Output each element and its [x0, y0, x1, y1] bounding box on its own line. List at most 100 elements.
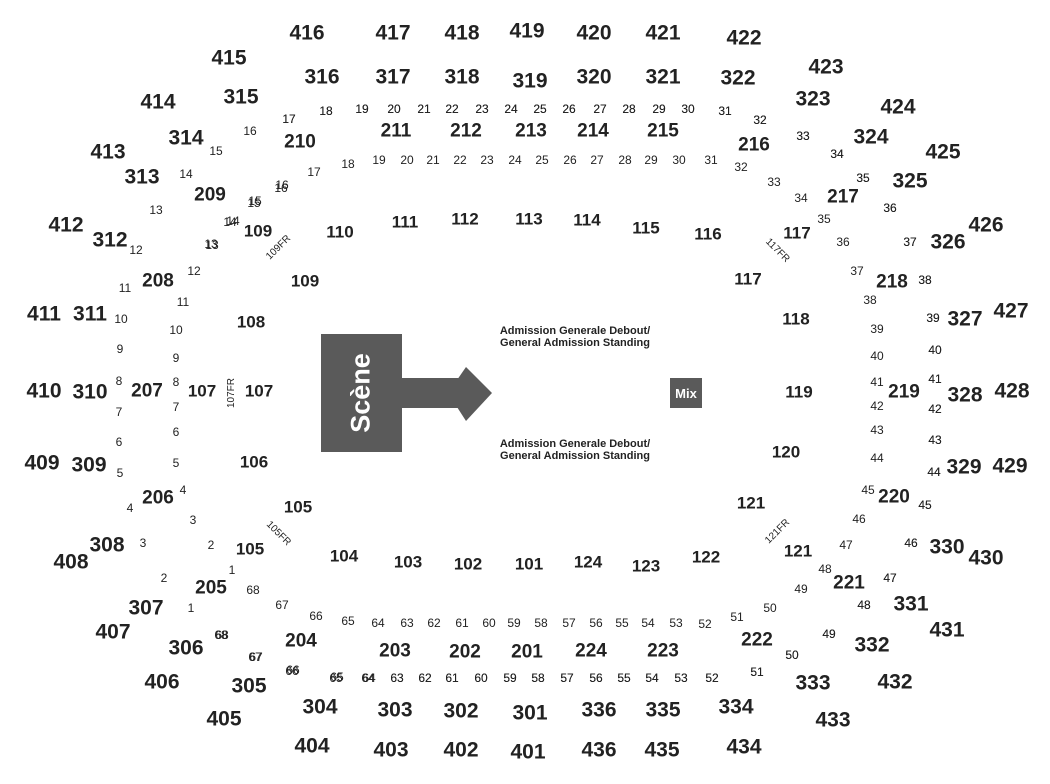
- ga-label-top[interactable]: Admission Generale Debout/ General Admis…: [500, 325, 650, 349]
- section-115[interactable]: 115: [632, 218, 660, 238]
- section-117[interactable]: 117: [734, 269, 762, 289]
- section-109[interactable]: 109: [243, 221, 273, 241]
- section-213[interactable]: 213: [515, 120, 547, 142]
- section-205[interactable]: 205: [195, 577, 227, 599]
- section-107[interactable]: 107: [187, 381, 217, 401]
- section-418[interactable]: 418: [444, 21, 480, 45]
- section-406[interactable]: 406: [144, 670, 180, 694]
- section-426[interactable]: 426: [968, 213, 1004, 237]
- section-402[interactable]: 402: [443, 738, 479, 762]
- section-330[interactable]: 330: [929, 535, 965, 559]
- section-220[interactable]: 220: [878, 486, 910, 508]
- section-309[interactable]: 309: [71, 453, 107, 477]
- section-331[interactable]: 331: [893, 592, 929, 616]
- section-fr-label[interactable]: 107FR: [226, 377, 237, 409]
- section-412[interactable]: 412: [48, 213, 84, 237]
- section-326[interactable]: 326: [930, 230, 966, 254]
- section-219[interactable]: 219: [888, 381, 920, 403]
- section-108[interactable]: 108: [236, 312, 266, 332]
- section-322[interactable]: 322: [720, 66, 756, 90]
- section-415[interactable]: 415: [211, 46, 247, 70]
- section-323[interactable]: 323: [795, 87, 831, 111]
- section-116[interactable]: 116: [694, 224, 722, 244]
- section-409[interactable]: 409: [24, 451, 60, 475]
- ga-label-bottom[interactable]: Admission Generale Debout/ General Admis…: [500, 438, 650, 462]
- section-416[interactable]: 416: [289, 21, 325, 45]
- section-436[interactable]: 436: [581, 738, 617, 762]
- section-312[interactable]: 312: [92, 228, 128, 252]
- section-106[interactable]: 106: [239, 452, 269, 472]
- section-405[interactable]: 405: [206, 707, 242, 731]
- section-313[interactable]: 313: [124, 165, 160, 189]
- section-222[interactable]: 222: [741, 629, 773, 651]
- section-208[interactable]: 208: [142, 270, 174, 292]
- section-421[interactable]: 421: [645, 21, 681, 45]
- section-334[interactable]: 334: [718, 695, 754, 719]
- stage-block[interactable]: [321, 334, 402, 452]
- stage-thrust[interactable]: [448, 367, 492, 421]
- section-325[interactable]: 325: [892, 169, 928, 193]
- section-410[interactable]: 410: [26, 379, 62, 403]
- section-417[interactable]: 417: [375, 21, 411, 45]
- section-419[interactable]: 419: [509, 19, 545, 43]
- section-210[interactable]: 210: [284, 131, 316, 153]
- section-122[interactable]: 122: [691, 547, 721, 567]
- section-105[interactable]: 105: [283, 497, 313, 517]
- section-308[interactable]: 308: [89, 533, 125, 557]
- section-407[interactable]: 407: [95, 620, 131, 644]
- section-329[interactable]: 329: [946, 455, 982, 479]
- section-324[interactable]: 324: [853, 125, 889, 149]
- section-124[interactable]: 124: [573, 552, 603, 572]
- section-319[interactable]: 319: [512, 69, 548, 93]
- section-423[interactable]: 423: [808, 55, 844, 79]
- section-204[interactable]: 204: [285, 630, 317, 652]
- section-431[interactable]: 431: [929, 618, 965, 642]
- section-214[interactable]: 214: [577, 120, 609, 142]
- section-424[interactable]: 424: [880, 95, 916, 119]
- section-413[interactable]: 413: [90, 140, 126, 164]
- section-303[interactable]: 303: [377, 698, 413, 722]
- section-301[interactable]: 301: [512, 701, 548, 725]
- section-333[interactable]: 333: [795, 671, 831, 695]
- section-432[interactable]: 432: [877, 670, 913, 694]
- section-212[interactable]: 212: [450, 120, 482, 142]
- section-311[interactable]: 311: [73, 302, 107, 326]
- section-102[interactable]: 102: [453, 554, 483, 574]
- section-316[interactable]: 316: [304, 65, 340, 89]
- section-121[interactable]: 121: [783, 541, 813, 561]
- section-120[interactable]: 120: [771, 442, 801, 462]
- section-414[interactable]: 414: [140, 90, 176, 114]
- section-401[interactable]: 401: [510, 740, 546, 764]
- section-221[interactable]: 221: [833, 572, 865, 594]
- section-433[interactable]: 433: [815, 708, 851, 732]
- section-321[interactable]: 321: [645, 65, 681, 89]
- section-203[interactable]: 203: [379, 640, 411, 662]
- section-304[interactable]: 304: [302, 695, 338, 719]
- section-427[interactable]: 427: [993, 299, 1029, 323]
- section-103[interactable]: 103: [393, 552, 423, 572]
- section-107[interactable]: 107: [244, 381, 274, 401]
- section-302[interactable]: 302: [443, 699, 479, 723]
- section-305[interactable]: 305: [231, 674, 267, 698]
- section-216[interactable]: 216: [738, 134, 770, 156]
- section-119[interactable]: 119: [785, 382, 813, 402]
- section-328[interactable]: 328: [947, 383, 983, 407]
- section-428[interactable]: 428: [994, 379, 1030, 403]
- section-211[interactable]: 211: [380, 120, 412, 142]
- section-318[interactable]: 318: [444, 65, 480, 89]
- section-422[interactable]: 422: [726, 26, 762, 50]
- section-110[interactable]: 110: [326, 222, 354, 242]
- section-105[interactable]: 105: [235, 539, 265, 559]
- section-314[interactable]: 314: [168, 126, 204, 150]
- section-224[interactable]: 224: [575, 640, 607, 662]
- section-111[interactable]: 111: [391, 212, 419, 232]
- section-411[interactable]: 411: [27, 302, 61, 326]
- mix-position[interactable]: Mix: [670, 378, 702, 408]
- section-403[interactable]: 403: [373, 738, 409, 762]
- section-112[interactable]: 112: [451, 209, 479, 229]
- section-315[interactable]: 315: [223, 85, 259, 109]
- section-117[interactable]: 117: [783, 223, 811, 243]
- section-118[interactable]: 118: [782, 309, 810, 329]
- section-123[interactable]: 123: [631, 556, 661, 576]
- section-101[interactable]: 101: [514, 554, 544, 574]
